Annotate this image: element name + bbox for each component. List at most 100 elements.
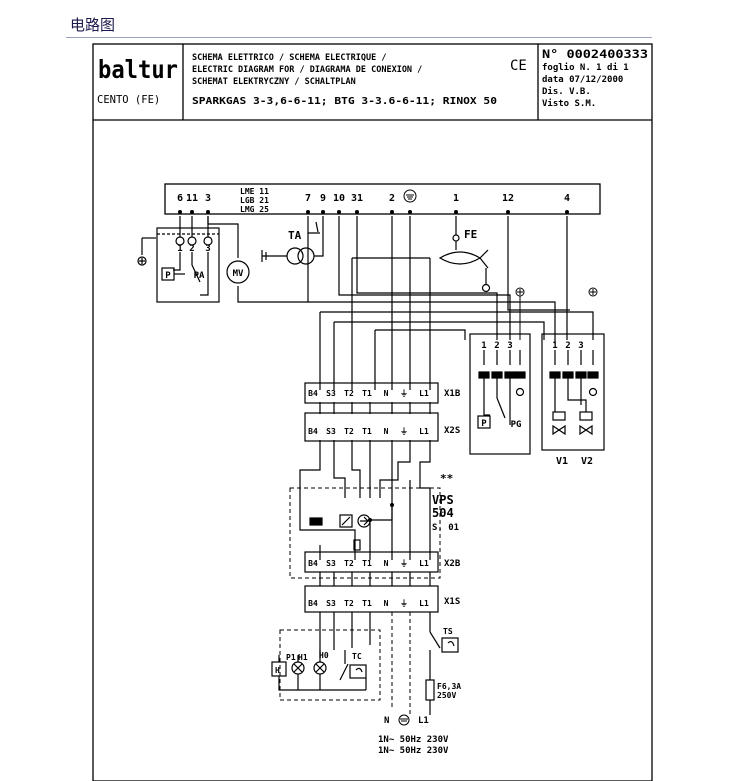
issue-date: data 07/12/2000	[542, 75, 623, 85]
connector-pin-label: L1	[419, 427, 429, 436]
dashed-wiring	[279, 487, 441, 715]
terminal-label: 3	[205, 193, 211, 204]
tc-label: TC	[352, 652, 362, 661]
connector-pin-label: S3	[326, 599, 336, 608]
control-box: LME 11 LGB 21 LMG 25 6 11 3 7 9 10 31 2 …	[164, 183, 601, 215]
h0-label: H0	[319, 651, 329, 660]
lower-loads	[271, 631, 459, 701]
earth-terminal-icon	[403, 189, 417, 203]
terminal-label: 10	[333, 193, 345, 204]
connector-pin-label: T1	[362, 389, 372, 398]
gas-pressure-switch	[469, 333, 531, 455]
page-heading: 电路图	[70, 16, 116, 34]
v2-label: V2	[581, 456, 593, 467]
connector-label: X2S	[444, 426, 460, 436]
connector-pin-label: N	[384, 559, 389, 568]
connector-pin-label: T1	[362, 559, 372, 568]
sheet-number: foglio N. 1 di 1	[542, 62, 629, 73]
p-label: P	[165, 271, 171, 281]
pg-pin-label: 2	[494, 341, 499, 351]
plug-pin-label: 3	[205, 244, 210, 254]
p-label: P	[481, 419, 487, 429]
connector-pin-label: T2	[344, 389, 354, 398]
connector-pin-label: S3	[326, 389, 336, 398]
terminal-label: 12	[502, 193, 514, 204]
terminal-dots	[178, 210, 569, 214]
p1-label: P1	[286, 653, 296, 662]
v-pin-label: 3	[578, 341, 583, 351]
connector-pin-label: T1	[362, 427, 372, 436]
document-number: N° 0002400333	[542, 47, 648, 61]
vps-name: VPS	[432, 493, 454, 507]
valve-proving-system: ** VPS 504 S. 01	[309, 472, 459, 551]
plug-pin-label: 1	[177, 244, 182, 254]
wiring	[207, 216, 594, 715]
terminal-label: 9	[320, 193, 326, 204]
earth-icons	[515, 287, 598, 340]
model-lme: LME 11	[240, 187, 269, 196]
connector-pin-label: T2	[344, 599, 354, 608]
pg-label: PG	[511, 420, 522, 430]
terminal-label: 4	[564, 193, 570, 204]
terminal-label: 1	[453, 193, 459, 204]
connector-pin-label: B4	[308, 559, 318, 568]
connector-pin-label: S3	[326, 427, 336, 436]
heading-divider	[66, 37, 652, 38]
v1-label: V1	[556, 456, 568, 467]
h-label: H	[275, 666, 280, 675]
connector-pin-label: L1	[419, 599, 429, 608]
title-line-2: ELECTRIC DIAGRAM FOR / DIAGRAMA DE CONEX…	[192, 65, 422, 75]
connector-x2s: X2S	[304, 412, 460, 442]
flame-electrode: FE	[438, 228, 491, 293]
v-pin-label: 2	[565, 341, 570, 351]
connector-pin-label: ⏚	[400, 427, 408, 436]
title-line-3: SCHEMAT ELEKTRYCZNY / SCHALTPLAN	[192, 77, 356, 87]
connector-pin-label: ⏚	[400, 389, 408, 398]
ta-label: TA	[288, 229, 302, 242]
pg-pin-label: 1	[481, 341, 486, 351]
fuse-rating: F6,3A	[437, 682, 461, 691]
connector-pin-label: ⏚	[400, 599, 408, 608]
connector-label: X1B	[444, 389, 461, 399]
checked-by: Visto S.M.	[542, 98, 596, 109]
supply-l1-label: L1	[418, 716, 429, 726]
connector-pin-label: N	[384, 389, 389, 398]
drawn-by: Dis. V.B.	[542, 86, 591, 97]
ignition-transformer: TA	[261, 221, 324, 265]
terminal-label: 11	[186, 193, 198, 204]
supply-line-1: 1N~ 50Hz 230V	[378, 735, 449, 745]
baltur-logo: baltur	[98, 55, 178, 84]
v-pin-label: 1	[552, 341, 557, 351]
connector-pin-label: B4	[308, 599, 318, 608]
air-pressure-switch	[137, 216, 220, 303]
connector-pin-label: ⏚	[400, 559, 408, 568]
connector-pin-label: B4	[308, 389, 318, 398]
connector-x1s: X1S	[304, 585, 460, 613]
connector-pin-label: N	[384, 599, 389, 608]
connector-label: X2B	[444, 559, 461, 569]
terminal-label: 7	[305, 193, 311, 204]
products-line: SPARKGAS 3-3,6-6-11; BTG 3-3.6-6-11; RIN…	[192, 96, 497, 107]
fuse-voltage: 250V	[437, 691, 456, 700]
gas-valves	[541, 333, 605, 451]
connector-x1b: X1B	[304, 382, 461, 404]
vps-number: 504	[432, 506, 454, 520]
mv-label: MV	[233, 269, 244, 279]
connector-x2b: X2B	[304, 551, 461, 573]
connector-pin-label: T2	[344, 559, 354, 568]
model-lgb: LGB 21	[240, 196, 269, 205]
vps-marker: **	[440, 472, 453, 485]
connector-label: X1S	[444, 597, 460, 607]
connector-pin-label: N	[384, 427, 389, 436]
fe-label: FE	[464, 228, 477, 241]
connector-pin-label: T1	[362, 599, 372, 608]
terminal-label: 2	[389, 193, 395, 204]
terminal-label: 6	[177, 193, 183, 204]
vps-series: S. 01	[432, 523, 459, 533]
connector-pin-label: T2	[344, 427, 354, 436]
h1-label: H1	[298, 653, 308, 662]
model-lmg: LMG 25	[240, 205, 269, 214]
connector-pin-label: L1	[419, 389, 429, 398]
ts-label: TS	[443, 627, 453, 636]
motor-icon: MV	[226, 260, 250, 284]
